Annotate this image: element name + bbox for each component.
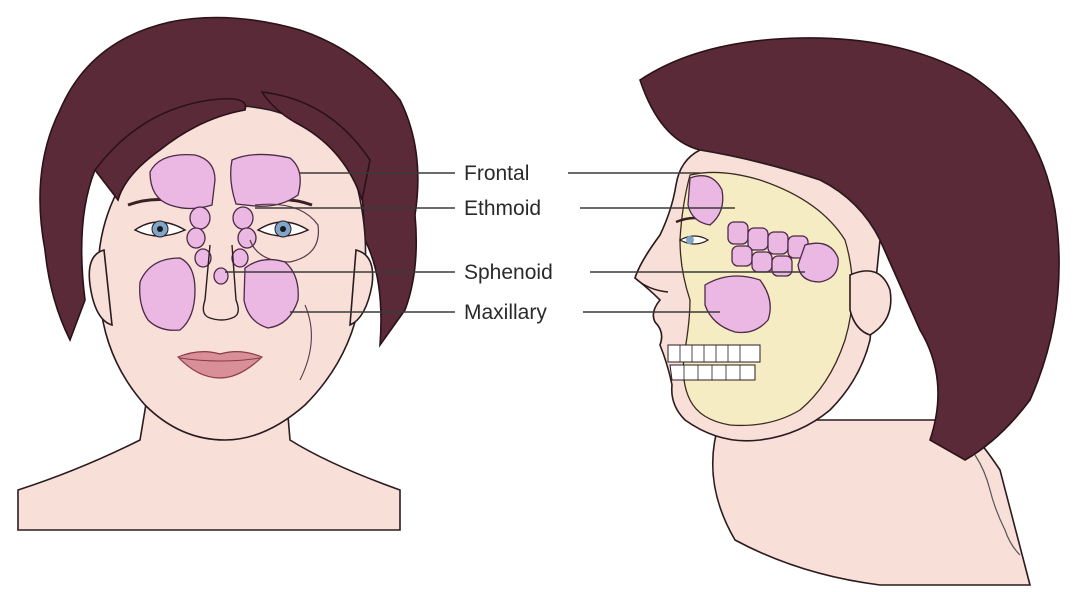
side-frontal-sinus [687, 175, 724, 226]
side-ear [849, 270, 892, 336]
front-left-ear [88, 248, 113, 327]
front-hair-fringe-right [260, 91, 371, 204]
side-ethmoid-cells [727, 221, 809, 277]
label-sphenoid: Sphenoid [464, 261, 553, 284]
sinus-labels: Frontal Ethmoid Sphenoid Maxillary [464, 162, 553, 324]
side-eye [678, 235, 710, 245]
front-neck [17, 379, 401, 531]
front-frontal-sinus-right [230, 153, 301, 207]
front-orbit-outline [249, 203, 320, 263]
front-lips [176, 351, 264, 379]
side-nose [634, 234, 669, 293]
leader-lines [225, 172, 805, 313]
front-sphenoid-hint [213, 267, 229, 285]
label-maxillary: Maxillary [464, 301, 547, 324]
artist-signature [974, 454, 1021, 556]
label-ethmoid: Ethmoid [464, 197, 541, 220]
side-profile-view [634, 37, 1060, 586]
side-maxillary-sinus [704, 275, 771, 334]
front-right-eye [256, 220, 310, 238]
front-frontal-sinus [149, 153, 216, 210]
front-left-eye [133, 220, 187, 238]
front-hair-fringe [93, 97, 247, 202]
front-nose [202, 244, 239, 321]
front-face-view [17, 16, 419, 531]
side-sphenoid-sinus [797, 242, 839, 283]
front-maxillary-right [243, 258, 299, 329]
front-right-ear [349, 248, 374, 327]
front-hair [39, 16, 419, 348]
side-teeth [667, 344, 761, 381]
label-frontal: Frontal [464, 162, 529, 185]
front-maxillary-left [139, 257, 196, 331]
